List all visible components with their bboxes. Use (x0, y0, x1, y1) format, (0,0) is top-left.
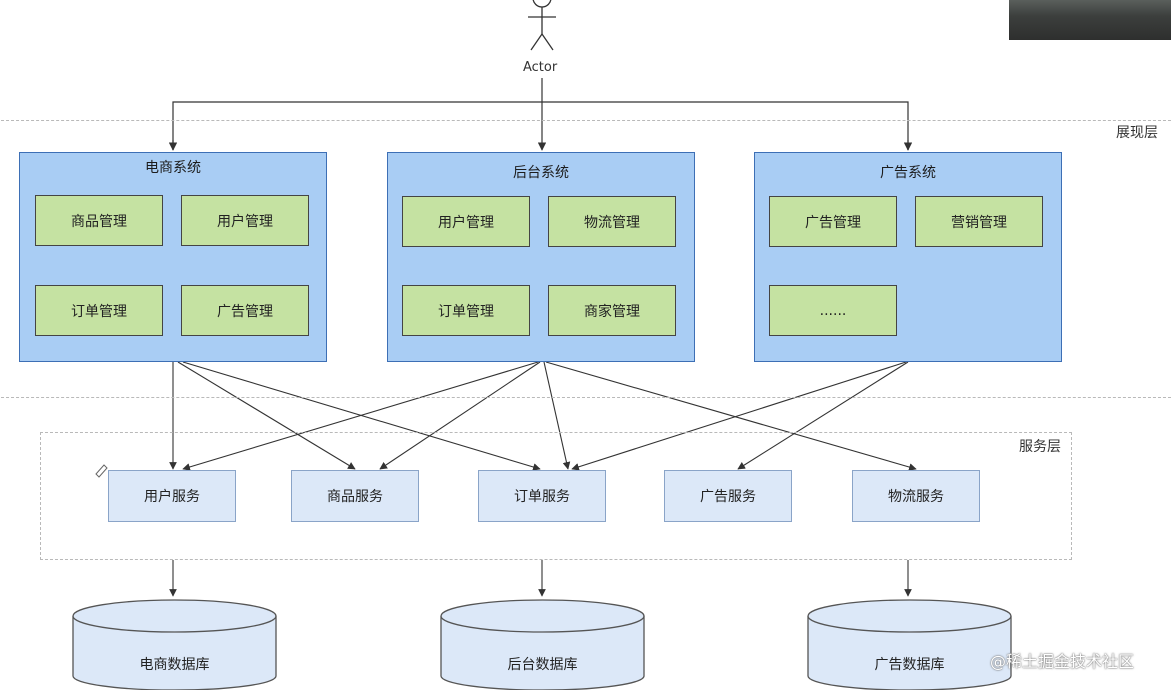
module-marketing-management[interactable]: 营销管理 (915, 196, 1043, 247)
watermark-text: @稀土掘金技术社区 (990, 652, 1135, 671)
module-user-management[interactable]: 用户管理 (402, 196, 530, 247)
database-ads[interactable]: 广告数据库 (807, 598, 1012, 690)
database-label: 广告数据库 (874, 657, 945, 673)
webcam-overlay (1009, 0, 1171, 40)
database-icon (72, 599, 277, 690)
edge-backend-order-service (543, 361, 571, 470)
database-label: 后台数据库 (507, 657, 578, 673)
presentation-layer-frame (0, 120, 1171, 398)
module-product-management[interactable]: 商品管理 (35, 195, 163, 246)
edge-ads-order-service (571, 361, 907, 471)
actor-figure (528, 0, 556, 51)
edge-ads-ad-service (737, 361, 909, 470)
module-order-management[interactable]: 订单管理 (402, 285, 530, 336)
service-ad[interactable]: 广告服务 (664, 470, 792, 522)
database-icon (440, 599, 645, 690)
database-label: 电商数据库 (139, 657, 210, 673)
system-title: 广告系统 (880, 165, 936, 181)
service-layer-frame (40, 432, 1072, 560)
system-ads[interactable]: 广告系统 广告管理 营销管理 ...... (754, 152, 1062, 362)
system-title: 后台系统 (513, 165, 569, 181)
module-more[interactable]: ...... (769, 285, 897, 336)
module-ad-management[interactable]: 广告管理 (769, 196, 897, 247)
edge-backend-user-service (182, 361, 539, 471)
edge-ecommerce-product-service (177, 361, 356, 470)
service-order[interactable]: 订单服务 (478, 470, 606, 522)
system-title: 电商系统 (145, 160, 201, 176)
service-logistics[interactable]: 物流服务 (852, 470, 980, 522)
database-backend[interactable]: 后台数据库 (440, 598, 645, 690)
service-product[interactable]: 商品服务 (291, 470, 419, 522)
service-layer-label: 服务层 (1019, 439, 1061, 455)
presentation-layer-label: 展现层 (1116, 125, 1158, 141)
module-order-management[interactable]: 订单管理 (35, 285, 163, 336)
module-logistics-management[interactable]: 物流管理 (548, 196, 676, 247)
actor-label: Actor (523, 60, 558, 75)
edge-backend-product-service (379, 361, 541, 470)
system-ecommerce[interactable]: 电商系统 商品管理 用户管理 订单管理 广告管理 (19, 152, 327, 362)
module-merchant-management[interactable]: 商家管理 (548, 285, 676, 336)
edge-actor-fanout (172, 101, 909, 150)
system-backend[interactable]: 后台系统 用户管理 物流管理 订单管理 商家管理 (387, 152, 695, 362)
module-user-management[interactable]: 用户管理 (181, 195, 309, 246)
service-user[interactable]: 用户服务 (108, 470, 236, 522)
database-ecommerce[interactable]: 电商数据库 (72, 598, 277, 690)
edge-backend-logistics-service (545, 361, 917, 471)
database-icon (807, 599, 1012, 690)
module-ad-management[interactable]: 广告管理 (181, 285, 309, 336)
pencil-icon (95, 464, 108, 478)
